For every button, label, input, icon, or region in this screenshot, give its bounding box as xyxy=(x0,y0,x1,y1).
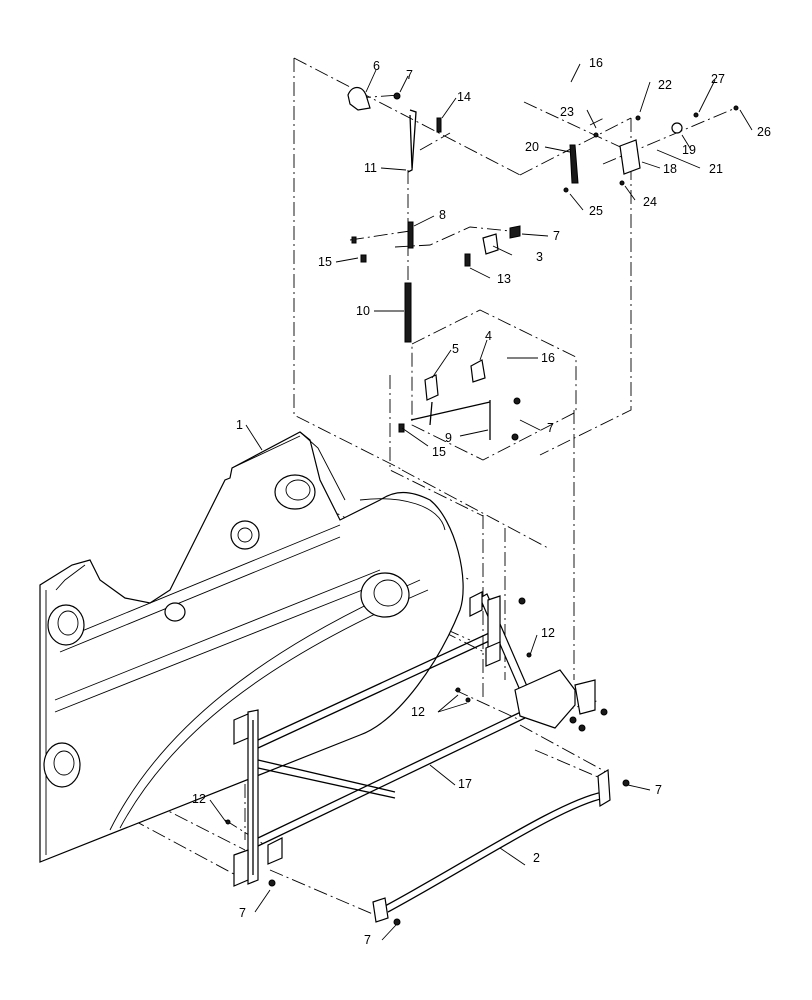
callout-24: 24 xyxy=(643,195,657,209)
callout-25: 25 xyxy=(589,204,603,218)
callout-7: 7 xyxy=(364,933,371,947)
callout-leaders xyxy=(209,63,753,941)
callout-16: 16 xyxy=(541,351,555,365)
callout-19: 19 xyxy=(682,143,696,157)
callout-7: 7 xyxy=(655,783,662,797)
callout-27: 27 xyxy=(711,72,725,86)
callout-18: 18 xyxy=(663,162,677,176)
callout-3: 3 xyxy=(536,250,543,264)
callout-12: 12 xyxy=(192,792,206,806)
callout-21: 21 xyxy=(709,162,723,176)
support-frame xyxy=(233,591,596,887)
callout-labels: 6 7 14 11 16 22 27 23 26 20 19 18 21 25 … xyxy=(192,56,771,947)
callout-10: 10 xyxy=(356,304,370,318)
callout-7: 7 xyxy=(406,68,413,82)
callout-12: 12 xyxy=(411,705,425,719)
callout-26: 26 xyxy=(757,125,771,139)
callout-1: 1 xyxy=(236,418,243,432)
callout-23: 23 xyxy=(560,105,574,119)
callout-15: 15 xyxy=(318,255,332,269)
linkage-parts xyxy=(225,86,739,926)
callout-6: 6 xyxy=(373,59,380,73)
callout-12: 12 xyxy=(541,626,555,640)
support-rod xyxy=(372,768,611,923)
callout-8: 8 xyxy=(439,208,446,222)
callout-11: 11 xyxy=(364,161,377,175)
callout-13: 13 xyxy=(497,272,511,286)
callout-14: 14 xyxy=(457,90,471,104)
callout-7: 7 xyxy=(553,229,560,243)
callout-2: 2 xyxy=(533,851,540,865)
callout-15: 15 xyxy=(432,445,446,459)
callout-4: 4 xyxy=(485,329,492,343)
callout-5: 5 xyxy=(452,342,459,356)
callout-9: 9 xyxy=(445,431,452,445)
callout-17: 17 xyxy=(458,777,472,791)
callout-7: 7 xyxy=(239,906,246,920)
callout-16: 16 xyxy=(589,56,603,70)
callout-20: 20 xyxy=(525,140,539,154)
callout-7: 7 xyxy=(547,421,554,435)
callout-22: 22 xyxy=(658,78,672,92)
side-panel xyxy=(39,431,464,863)
